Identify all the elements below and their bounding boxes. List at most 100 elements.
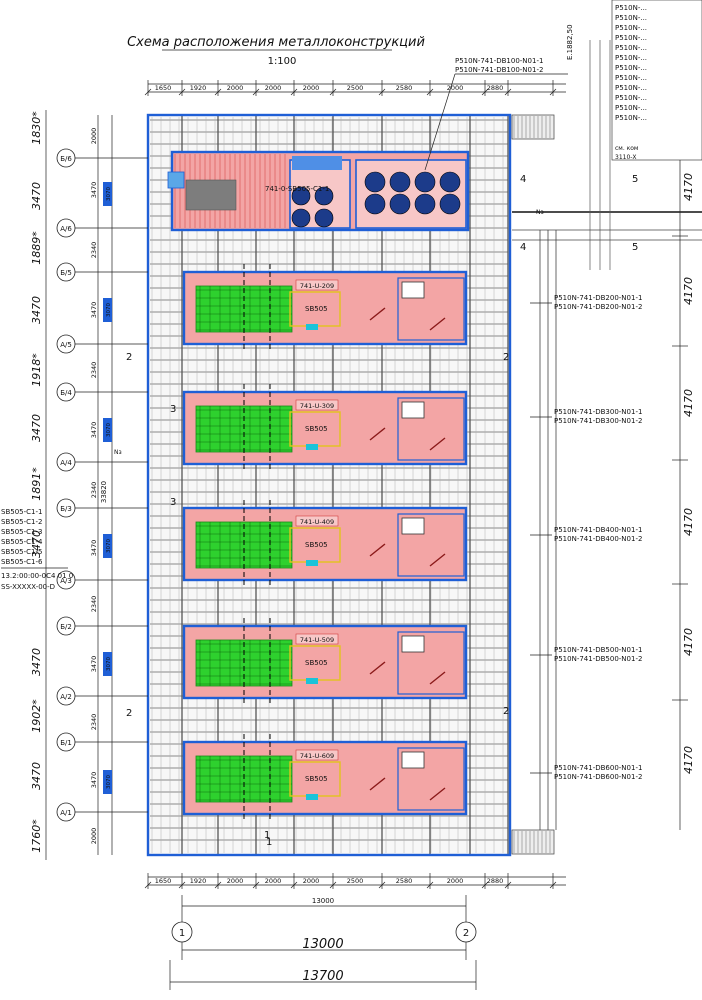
module-panel bbox=[401, 401, 425, 419]
tank-small bbox=[314, 208, 334, 228]
module-sb-label: SB505 bbox=[305, 541, 328, 549]
left-outer-dim: 1889* bbox=[30, 231, 43, 265]
axis-row-bubble bbox=[56, 262, 76, 282]
corner-reference-list: P510N-... P510N-... P510N-... P510N-... P510… bbox=[611, 0, 702, 161]
axis-row-label: А/3 bbox=[60, 577, 72, 585]
pump-box bbox=[167, 171, 185, 189]
dim-tick-slash bbox=[549, 881, 557, 889]
module-sb-label: SB505 bbox=[305, 305, 328, 313]
tank-large bbox=[414, 171, 436, 193]
arrow-mark bbox=[429, 317, 446, 331]
dim-tick-slash bbox=[252, 881, 260, 889]
dim-value: 2000 bbox=[265, 84, 282, 92]
arrow-mark bbox=[429, 787, 446, 801]
dim-value: 2000 bbox=[227, 84, 244, 92]
left-inner-dim: 2000 bbox=[90, 828, 98, 845]
section-mark: 5 bbox=[632, 242, 638, 253]
dim-tick-slash bbox=[378, 88, 386, 96]
left-outer-dim: 3470 bbox=[30, 182, 43, 210]
corner-list-item: P510N-... bbox=[615, 74, 647, 82]
dim-value: 1920 bbox=[190, 877, 207, 885]
module-label-3-b: P510N-741-DB400-N01-2 bbox=[554, 535, 642, 543]
axis-row-bubble bbox=[56, 732, 76, 752]
stair-bottom bbox=[511, 829, 555, 855]
dim-tick-slash bbox=[290, 88, 298, 96]
right-dim-value: 4170 bbox=[682, 628, 695, 656]
axis-row-bubble bbox=[56, 802, 76, 822]
section-mark: 3 bbox=[170, 497, 176, 508]
tank-small bbox=[291, 186, 311, 206]
module-label-1-b: P510N-741-DB200-N01-2 bbox=[554, 303, 642, 311]
dim-tick-slash bbox=[481, 88, 489, 96]
dim-tick-slash bbox=[290, 881, 298, 889]
elevation-label: Е.1882,50 bbox=[566, 24, 574, 60]
section-mark: 3 bbox=[170, 404, 176, 415]
dim-value: 2000 bbox=[227, 877, 244, 885]
module-sb-label: SB505 bbox=[305, 425, 328, 433]
axis-row-bubble bbox=[56, 334, 76, 354]
dim-tick-slash bbox=[178, 881, 186, 889]
corner-list-item: P510N-... bbox=[615, 54, 647, 62]
axis-row-label: А/4 bbox=[60, 459, 72, 467]
left-small-dim: 3070 bbox=[106, 303, 112, 317]
corner-list-item: P510N-... bbox=[615, 84, 647, 92]
top-module: 741-0-SB505-C1-1 bbox=[167, 150, 470, 232]
module-panel bbox=[401, 635, 425, 653]
left-list-item: SB505-C1-3 bbox=[1, 528, 42, 536]
corner-note-2: 3110-Х bbox=[615, 154, 637, 161]
axis-bubble-2 bbox=[455, 921, 477, 943]
module-tag: 741-U-209 bbox=[300, 282, 334, 290]
right-dim-value: 4170 bbox=[682, 746, 695, 774]
axis-bubble-2-label: 2 bbox=[463, 928, 469, 939]
arrow-mark bbox=[429, 437, 446, 451]
axis-row-label: А/2 bbox=[60, 693, 72, 701]
total-outer-dim: 13700 bbox=[302, 969, 343, 984]
module-panel bbox=[401, 517, 425, 535]
arrow-mark bbox=[369, 661, 386, 675]
left-inner-dim: 3470 bbox=[90, 656, 98, 673]
module-label-3-a: P510N-741-DB400-N01-1 bbox=[554, 526, 642, 534]
corner-list-item: P510N-... bbox=[615, 104, 647, 112]
corner-list-item: P510N-... bbox=[615, 44, 647, 52]
module-panel bbox=[401, 281, 425, 299]
module-room bbox=[397, 397, 465, 461]
total-inner-dim: 13000 bbox=[312, 897, 334, 905]
left-small-dim: 3070 bbox=[106, 423, 112, 437]
dim-value: 1650 bbox=[155, 84, 172, 92]
corner-list-item: P510N-... bbox=[615, 114, 647, 122]
dim-value: 2880 bbox=[487, 877, 504, 885]
module-tag: 741-U-609 bbox=[300, 752, 334, 760]
left-inner-dim: 3470 bbox=[90, 302, 98, 319]
left-annotations: Б/6А/6Б/5А/5Б/4А/4Б/3А/3Б/2А/2Б/1А/11830… bbox=[1, 110, 272, 860]
overall-height-dim: 33820 bbox=[100, 481, 108, 503]
tank-large bbox=[364, 171, 386, 193]
left-small-dim: 3070 bbox=[106, 539, 112, 553]
dim-value: 2000 bbox=[265, 877, 282, 885]
axis-row-label: Б/3 bbox=[60, 505, 72, 513]
tank-small bbox=[314, 186, 334, 206]
top-module-label-1: P510N-741-DB100-N01-1 bbox=[455, 57, 543, 65]
left-inner-dim: 2340 bbox=[90, 714, 98, 731]
dim-tick-slash bbox=[329, 881, 337, 889]
tank-small bbox=[291, 208, 311, 228]
left-outer-dim: 1830* bbox=[30, 111, 43, 145]
dim-value: 1920 bbox=[190, 84, 207, 92]
drawing-title: Схема расположения металлоконструкций bbox=[127, 35, 425, 50]
dim-tick-slash bbox=[214, 88, 222, 96]
module-room bbox=[397, 631, 465, 695]
left-small-dim: 3070 bbox=[106, 657, 112, 671]
left-outer-dim: 3470 bbox=[30, 296, 43, 324]
left-list-item: SB505-C1-1 bbox=[1, 508, 42, 516]
ns-label-left: Nз bbox=[114, 449, 122, 456]
section-mark: 2 bbox=[503, 706, 509, 717]
dim-value: 2580 bbox=[396, 877, 413, 885]
dim-value: 2500 bbox=[347, 877, 364, 885]
tank-large bbox=[414, 193, 436, 215]
arrow-mark bbox=[429, 671, 446, 685]
steel-structure-plan bbox=[146, 40, 702, 857]
module-label-2-a: P510N-741-DB300-N01-1 bbox=[554, 408, 642, 416]
left-list-item: SS-XXXXX-00-D bbox=[1, 583, 55, 591]
